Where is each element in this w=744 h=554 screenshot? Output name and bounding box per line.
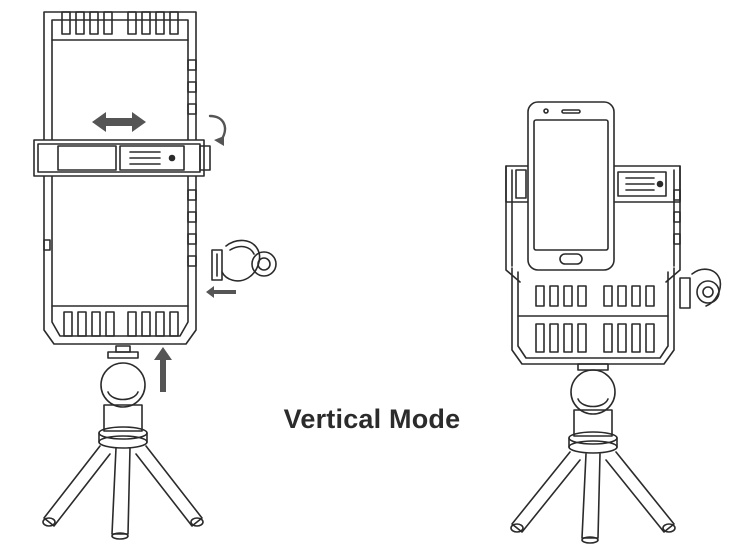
caption-vertical-mode: Vertical Mode xyxy=(283,404,461,434)
side-rail-notches xyxy=(43,59,197,267)
left-small-arrow xyxy=(206,286,236,298)
bottom-vent-slots xyxy=(51,305,189,337)
left-tripod xyxy=(42,345,204,540)
right-tripod xyxy=(510,363,676,544)
up-arrow xyxy=(154,347,172,392)
right-mic-holder xyxy=(679,268,722,309)
right-cage-frame xyxy=(505,165,681,365)
right-vent-slots xyxy=(517,285,669,353)
rotate-arrow-head xyxy=(214,136,224,146)
top-vent-slots xyxy=(51,11,189,41)
double-horizontal-arrow xyxy=(92,112,146,132)
left-mic-holder xyxy=(211,239,277,282)
left-cage-frame xyxy=(43,11,197,345)
left-phone-clamp xyxy=(33,139,211,177)
smartphone xyxy=(527,101,615,271)
